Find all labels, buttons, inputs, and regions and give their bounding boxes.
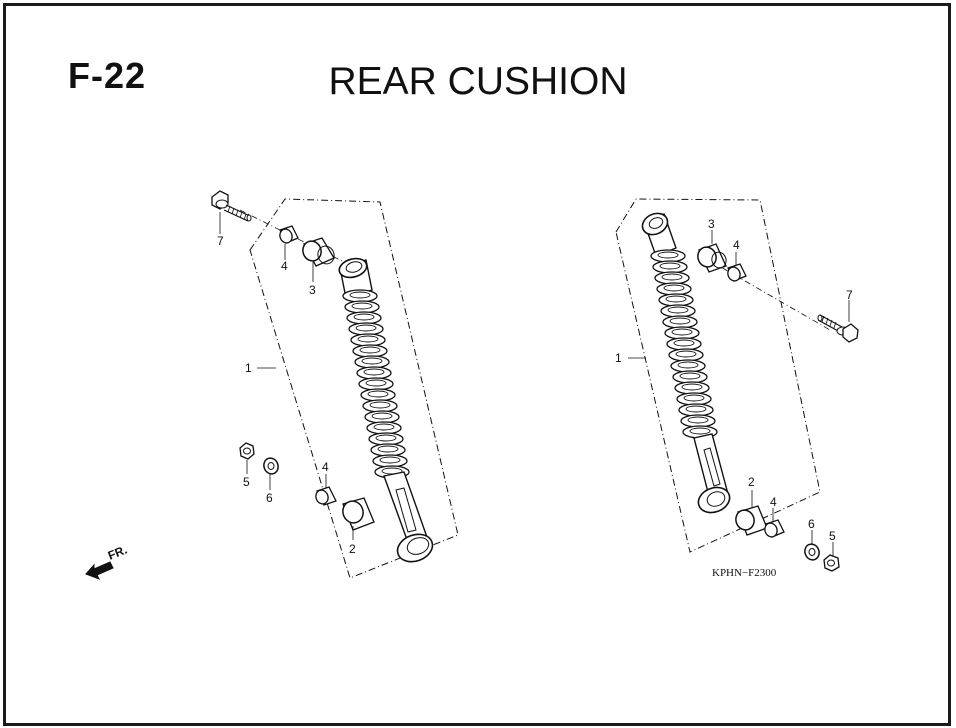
bushing-2-right bbox=[735, 505, 768, 536]
label-5-right: 5 bbox=[829, 529, 836, 543]
washer-6-left bbox=[263, 457, 279, 475]
label-2-left: 2 bbox=[349, 542, 356, 556]
label-6-right: 6 bbox=[808, 517, 815, 531]
label-7-right: 7 bbox=[846, 288, 853, 302]
left-assembly: 7 4 3 1 5 6 4 2 bbox=[211, 190, 459, 579]
washer-6-right bbox=[804, 543, 820, 561]
cushion-bushing-3-left bbox=[302, 237, 335, 267]
page-title: REAR CUSHION bbox=[328, 60, 628, 103]
label-4-bottom-right: 4 bbox=[770, 495, 777, 509]
section-code: F-22 bbox=[68, 55, 147, 96]
left-group-outline bbox=[249, 198, 459, 579]
figure-reference: KPHN−F2300 bbox=[712, 567, 777, 579]
label-4-top-right: 4 bbox=[733, 238, 740, 252]
shock-absorber-right bbox=[641, 212, 731, 514]
label-7-left: 7 bbox=[217, 234, 224, 248]
label-6-left: 6 bbox=[266, 491, 273, 505]
nut-5-right bbox=[823, 554, 840, 572]
bushing-2-left bbox=[342, 497, 375, 531]
label-1-left: 1 bbox=[245, 361, 252, 375]
nut-5-left bbox=[239, 442, 255, 460]
page-frame bbox=[3, 3, 951, 726]
label-3-left: 3 bbox=[309, 283, 316, 297]
label-2-right: 2 bbox=[748, 475, 755, 489]
collar-4-top-left bbox=[279, 225, 299, 244]
label-1-right: 1 bbox=[615, 351, 622, 365]
shock-absorber-left bbox=[338, 257, 434, 563]
right-assembly: 3 4 7 1 2 4 6 5 KPHN−F2300 bbox=[615, 198, 859, 579]
label-5-left: 5 bbox=[243, 475, 250, 489]
collar-4-top-right bbox=[727, 263, 747, 282]
label-3-right: 3 bbox=[708, 217, 715, 231]
collar-4-bottom-right bbox=[764, 519, 785, 538]
spring-coils-left bbox=[342, 289, 410, 479]
cushion-bushing-3-right bbox=[697, 243, 727, 273]
arrow-left-icon bbox=[85, 561, 114, 580]
label-4-top-left: 4 bbox=[281, 259, 288, 273]
front-direction-indicator: FR. bbox=[85, 543, 129, 580]
bolt-7-right bbox=[817, 314, 859, 343]
right-group-outline bbox=[615, 198, 821, 553]
label-4-bottom-left: 4 bbox=[322, 460, 329, 474]
bolt-7-left bbox=[211, 190, 252, 222]
fr-label: FR. bbox=[106, 543, 129, 563]
spring-coils-right bbox=[650, 249, 718, 439]
collar-4-bottom-left bbox=[315, 486, 337, 506]
